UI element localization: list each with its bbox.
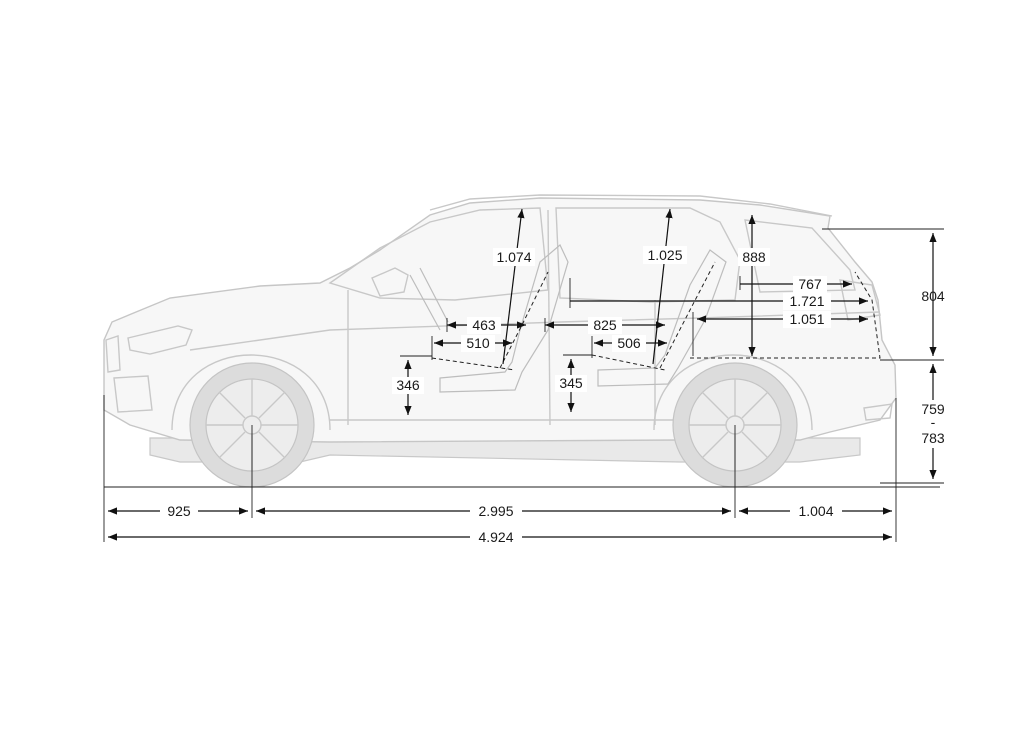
- steering-wheel: [409, 267, 449, 331]
- front-grille: [105, 335, 121, 373]
- label-cargo-floor-sep: -: [931, 414, 936, 430]
- label-rear-seat-height: 345: [559, 375, 583, 391]
- vehicle-silhouette: [103, 194, 940, 488]
- rear-wheel-arch: [653, 354, 813, 431]
- front-window: [328, 207, 549, 301]
- front-wheel-arch: [171, 354, 331, 431]
- rear-exhaust: [863, 403, 893, 421]
- front-bumper-intake: [113, 375, 153, 413]
- rear-headroom-line: [652, 208, 673, 365]
- label-rear-height: 804: [921, 288, 945, 304]
- rear-seat: [597, 249, 727, 387]
- rear-quarter-window: [744, 219, 856, 293]
- roof-rail: [429, 194, 833, 217]
- rear-backrest-dash: [659, 261, 716, 369]
- label-cargo-floor-max: 783: [921, 430, 945, 446]
- front-headroom-line: [502, 208, 525, 365]
- label-cargo-length-top: 767: [798, 276, 822, 292]
- label-front-overhang: 925: [167, 503, 191, 519]
- front-backrest-dash: [499, 271, 549, 369]
- label-front-headroom: 1.074: [496, 249, 531, 265]
- label-rear-headroom: 1.025: [647, 247, 682, 263]
- label-front-seat-height: 346: [396, 377, 420, 393]
- label-overall-length: 4.924: [478, 529, 513, 545]
- side-mirror: [371, 267, 409, 297]
- rear-cushion-dash: [591, 354, 666, 371]
- label-cargo-floor-min: 759: [921, 401, 945, 417]
- label-cargo-length-floor: 1.051: [789, 311, 824, 327]
- cargo-outline: [690, 271, 881, 359]
- label-rear-overhang: 1.004: [798, 503, 833, 519]
- label-rear-cushion: 506: [617, 335, 641, 351]
- label-cargo-height: 888: [742, 249, 766, 265]
- label-wheelbase: 2.995: [478, 503, 513, 519]
- label-cargo-length-max: 1.721: [789, 293, 824, 309]
- rear-window: [555, 207, 741, 303]
- label-front-cushion-top: 463: [472, 317, 496, 333]
- b-pillar: [547, 209, 551, 426]
- front-seat: [439, 244, 569, 393]
- label-rear-legroom: 825: [593, 317, 617, 333]
- label-front-cushion: 510: [466, 335, 490, 351]
- dimension-labels: 925 2.995 1.004 4.924 1.074 1.025 888 80…: [160, 246, 952, 546]
- headlight: [127, 325, 193, 355]
